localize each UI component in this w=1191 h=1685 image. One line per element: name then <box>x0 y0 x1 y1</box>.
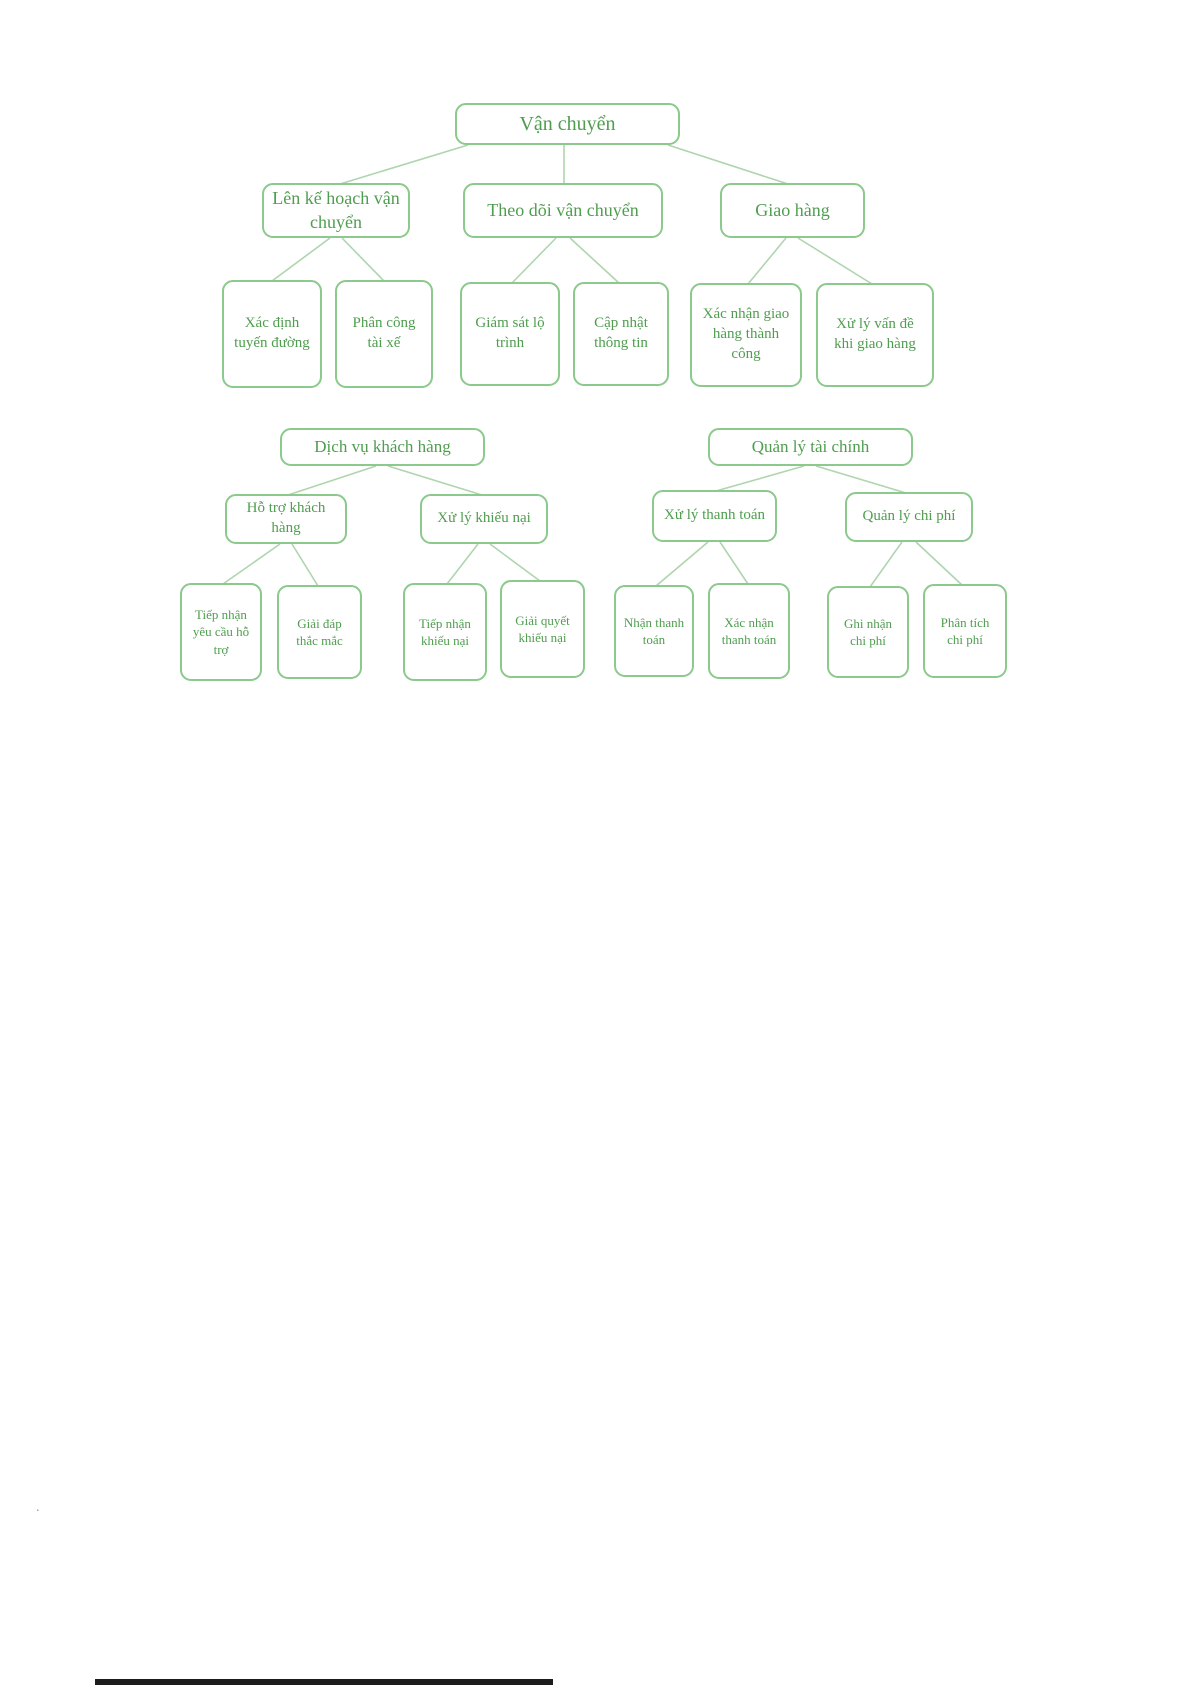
node-len-ke-hoach-van-chuyen: Lên kế hoạch vận chuyển <box>262 183 410 238</box>
node-giam-sat-lo-trinh: Giám sát lộ trình <box>460 282 560 386</box>
node-xac-nhan-giao-hang: Xác nhận giao hàng thành công <box>690 283 802 387</box>
node-tiep-nhan-yeu-cau-ho-tro: Tiếp nhận yêu cầu hỗ trợ <box>180 583 262 681</box>
node-giai-dap-thac-mac: Giải đáp thắc mắc <box>277 585 362 679</box>
node-nhan-thanh-toan: Nhận thanh toán <box>614 585 694 677</box>
node-tiep-nhan-khieu-nai: Tiếp nhận khiếu nại <box>403 583 487 681</box>
node-ghi-nhan-chi-phi: Ghi nhận chi phí <box>827 586 909 678</box>
node-ho-tro-khach-hang: Hỗ trợ khách hàng <box>225 494 347 544</box>
node-van-chuyen: Vận chuyển <box>455 103 680 145</box>
node-dich-vu-khach-hang: Dịch vụ khách hàng <box>280 428 485 466</box>
node-giao-hang: Giao hàng <box>720 183 865 238</box>
node-giai-quyet-khieu-nai: Giải quyết khiếu nại <box>500 580 585 678</box>
node-cap-nhat-thong-tin: Cập nhật thông tin <box>573 282 669 386</box>
node-xu-ly-van-de-giao-hang: Xử lý vấn đề khi giao hàng <box>816 283 934 387</box>
node-xu-ly-thanh-toan: Xử lý thanh toán <box>652 490 777 542</box>
node-phan-tich-chi-phi: Phân tích chi phí <box>923 584 1007 678</box>
node-xac-nhan-thanh-toan: Xác nhận thanh toán <box>708 583 790 679</box>
node-quan-ly-tai-chinh: Quản lý tài chính <box>708 428 913 466</box>
node-phan-cong-tai-xe: Phân công tài xế <box>335 280 433 388</box>
stray-mark: . <box>36 1500 40 1515</box>
node-quan-ly-chi-phi: Quản lý chi phí <box>845 492 973 542</box>
node-xac-dinh-tuyen-duong: Xác định tuyến đường <box>222 280 322 388</box>
node-xu-ly-khieu-nai: Xử lý khiếu nại <box>420 494 548 544</box>
page-edge-bar <box>95 1679 553 1685</box>
node-theo-doi-van-chuyen: Theo dõi vận chuyển <box>463 183 663 238</box>
